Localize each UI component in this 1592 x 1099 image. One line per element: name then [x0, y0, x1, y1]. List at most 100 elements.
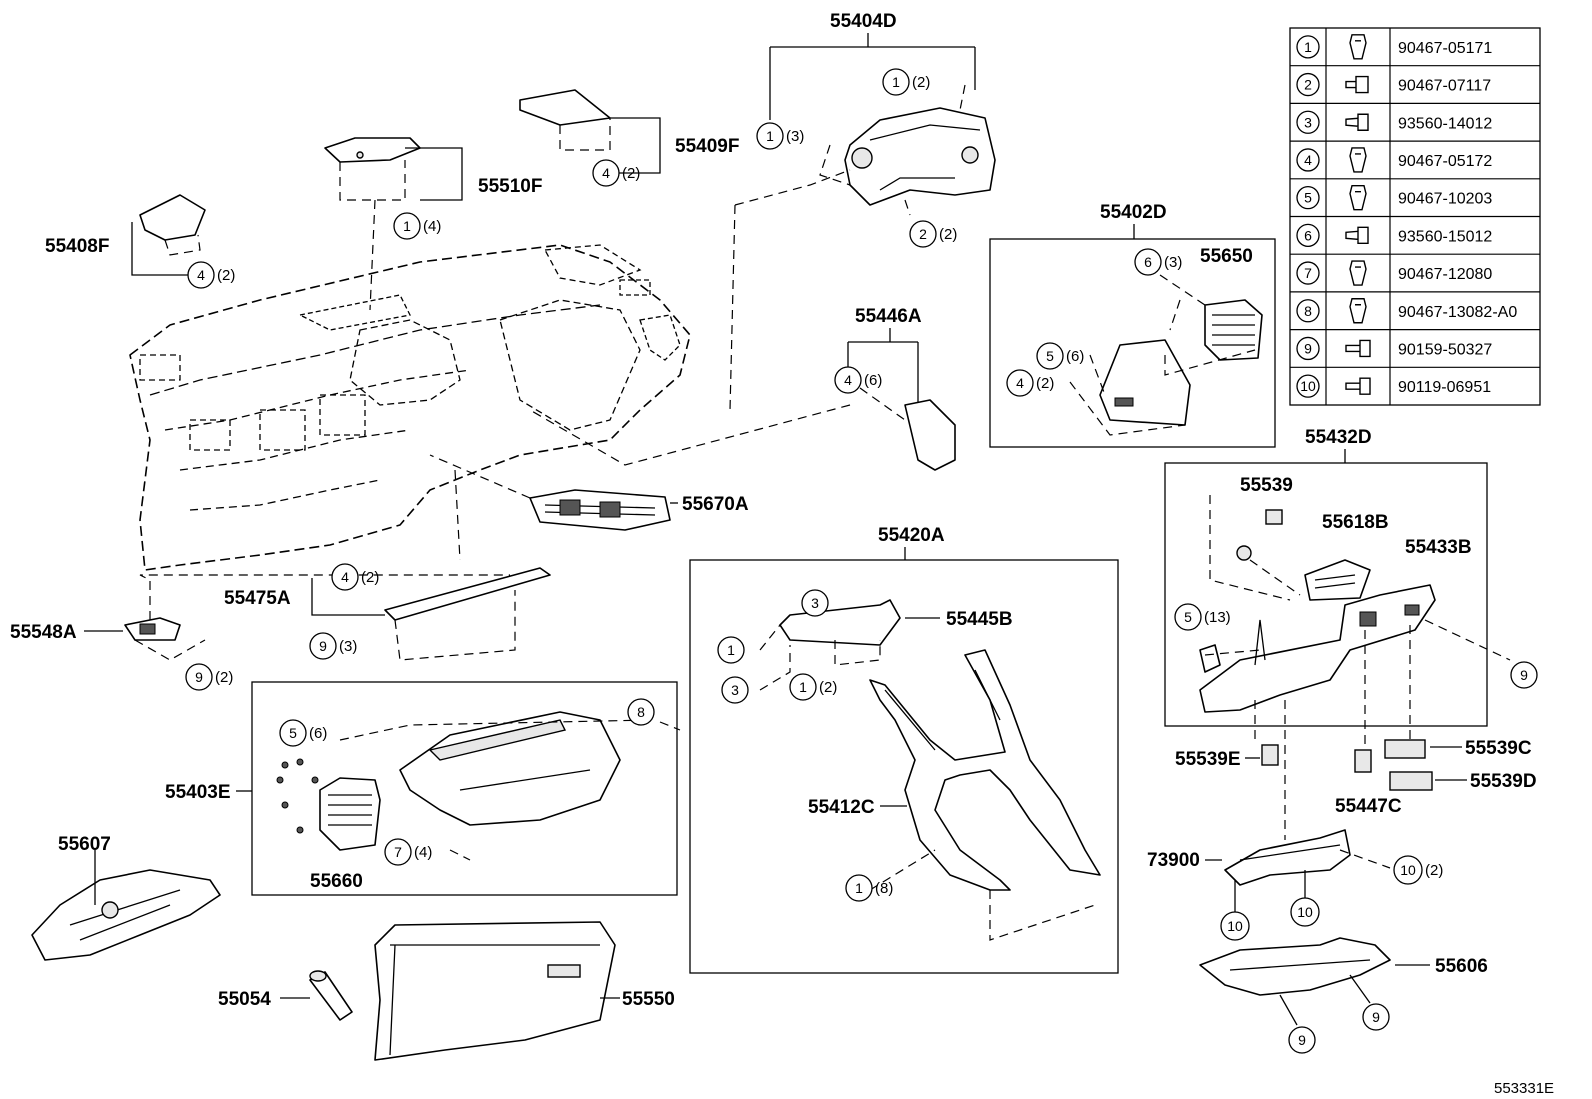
part-number-55412C: 55412C: [808, 797, 875, 818]
fastener-part-number: 90467-12080: [1398, 266, 1492, 283]
fastener-ref-circle: [1296, 185, 1320, 210]
fastener-part-number: 90467-05172: [1398, 153, 1492, 170]
svg-text:9: 9: [1298, 1032, 1306, 1048]
part-number-55660: 55660: [310, 871, 363, 892]
svg-text:1: 1: [766, 128, 774, 144]
callout-1-55510F: 1 (4): [393, 212, 441, 240]
part-number-55404D: 55404D: [830, 11, 897, 32]
svg-text:(4): (4): [414, 844, 432, 861]
svg-text:1: 1: [403, 218, 411, 234]
bolt-icon: [1345, 339, 1371, 358]
clip-icon: [1349, 260, 1367, 286]
svg-text:(6): (6): [309, 725, 327, 742]
svg-text:(3): (3): [339, 638, 357, 655]
part-number-55054: 55054: [218, 989, 271, 1010]
cover-55408F: 55408F: [45, 194, 206, 276]
part-number-55548A: 55548A: [10, 622, 77, 643]
rivet-icon: [1345, 75, 1369, 94]
clip-icon: [1349, 298, 1367, 324]
trim-55475A: 55475A: [224, 469, 551, 661]
vent-55670A: 55670A: [429, 454, 749, 531]
svg-text:9: 9: [1372, 1009, 1380, 1025]
cover-55409F: 55409F: [519, 89, 739, 174]
fastener-ref-circle: [1296, 261, 1320, 285]
screw-icon: [1345, 113, 1369, 131]
part-number-55650: 55650: [1200, 246, 1253, 267]
svg-text:9: 9: [1520, 667, 1528, 683]
part-number-55550: 55550: [622, 989, 675, 1010]
svg-text:2: 2: [919, 226, 927, 242]
svg-text:9: 9: [319, 638, 327, 654]
svg-text:(6): (6): [1066, 348, 1084, 365]
fastener-ref-circle: [1296, 299, 1320, 323]
fastener-ref-number: 6: [1304, 227, 1312, 243]
part-number-55433B: 55433B: [1405, 537, 1472, 558]
callout-5-55403E: 5 (6): [279, 719, 327, 747]
svg-text:(6): (6): [864, 372, 882, 389]
callout-4-55402D: 4 (2): [1006, 369, 1054, 397]
fastener-ref-number: 4: [1304, 152, 1312, 168]
part-number-55445B: 55445B: [946, 609, 1013, 630]
fastener-ref-number: 9: [1304, 340, 1312, 356]
part-55054: 55054: [218, 970, 353, 1021]
callout-9-55606-left: 9: [1279, 994, 1316, 1054]
callout-9-55475A: 9 (3): [309, 632, 357, 660]
callout-5-55402D: 5 (6): [1036, 342, 1084, 370]
sub-assembly-55420A: 55420A 55445B 55412C: [689, 525, 1119, 974]
cover-55510F: 55510F: [324, 137, 542, 311]
small-parts-right: 55539E 55539C 55539D 55447C: [1175, 625, 1537, 817]
callout-9-55606-right: 9: [1349, 974, 1390, 1031]
part-number-55618B: 55618B: [1322, 512, 1389, 533]
svg-text:9: 9: [195, 669, 203, 685]
callout-8-55403E: 8: [627, 698, 655, 726]
callout-3-top: 3: [801, 589, 829, 617]
clip-icon: [1349, 34, 1367, 60]
meter-hood-55404D: 55404D: [729, 11, 996, 411]
part-number-55420A: 55420A: [878, 525, 945, 546]
svg-text:1: 1: [855, 880, 863, 896]
svg-text:7: 7: [394, 844, 402, 860]
part-number-55539E: 55539E: [1175, 749, 1241, 770]
screw-icon: [1345, 226, 1369, 245]
svg-text:4: 4: [341, 569, 349, 585]
svg-text:(4): (4): [423, 218, 441, 235]
svg-text:8: 8: [637, 704, 645, 720]
trim-55446A: 55446A: [529, 306, 956, 471]
callout-4-55409F: 4 (2): [592, 159, 640, 187]
fastener-part-number: 90467-13082-A0: [1398, 304, 1517, 321]
bolt-icon: [1345, 377, 1371, 395]
fastener-part-number: 90467-10203: [1398, 191, 1492, 208]
part-number-55606: 55606: [1435, 956, 1488, 977]
part-55607: 55607: [31, 834, 221, 961]
fastener-ref-circle: [1296, 72, 1320, 97]
callout-7-55403E: 7 (4): [384, 838, 432, 866]
part-number-55408F: 55408F: [45, 236, 109, 257]
svg-text:10: 10: [1297, 904, 1313, 920]
part-55606: 55606: [1199, 937, 1488, 996]
part-number-55402D: 55402D: [1100, 202, 1167, 223]
fastener-ref-number: 10: [1300, 378, 1316, 394]
sub-assembly-55402D: 55402D 55650: [989, 202, 1276, 448]
svg-text:4: 4: [197, 267, 205, 283]
part-number-55670A: 55670A: [682, 494, 749, 515]
callout-6-55402D: 6 (3): [1134, 248, 1182, 276]
fastener-ref-number: 8: [1304, 303, 1312, 319]
svg-text:(13): (13): [1204, 609, 1231, 626]
svg-text:(2): (2): [622, 165, 640, 182]
callout-4-55446A: 4 (6): [834, 366, 882, 394]
fastener-part-number: 90159-50327: [1398, 341, 1492, 358]
part-73900: 73900: [1147, 700, 1391, 886]
callout-10-73900-right: 10 (2): [1393, 855, 1443, 885]
fastener-table-row: 4 90467-05172: [1290, 140, 1540, 173]
fastener-part-number: 90467-07117: [1398, 78, 1491, 95]
callout-9-55548A: 9 (2): [185, 663, 233, 691]
callout-3-bottom: 3: [721, 676, 749, 704]
fastener-ref-circle: [1296, 110, 1320, 134]
svg-text:(2): (2): [361, 569, 379, 586]
